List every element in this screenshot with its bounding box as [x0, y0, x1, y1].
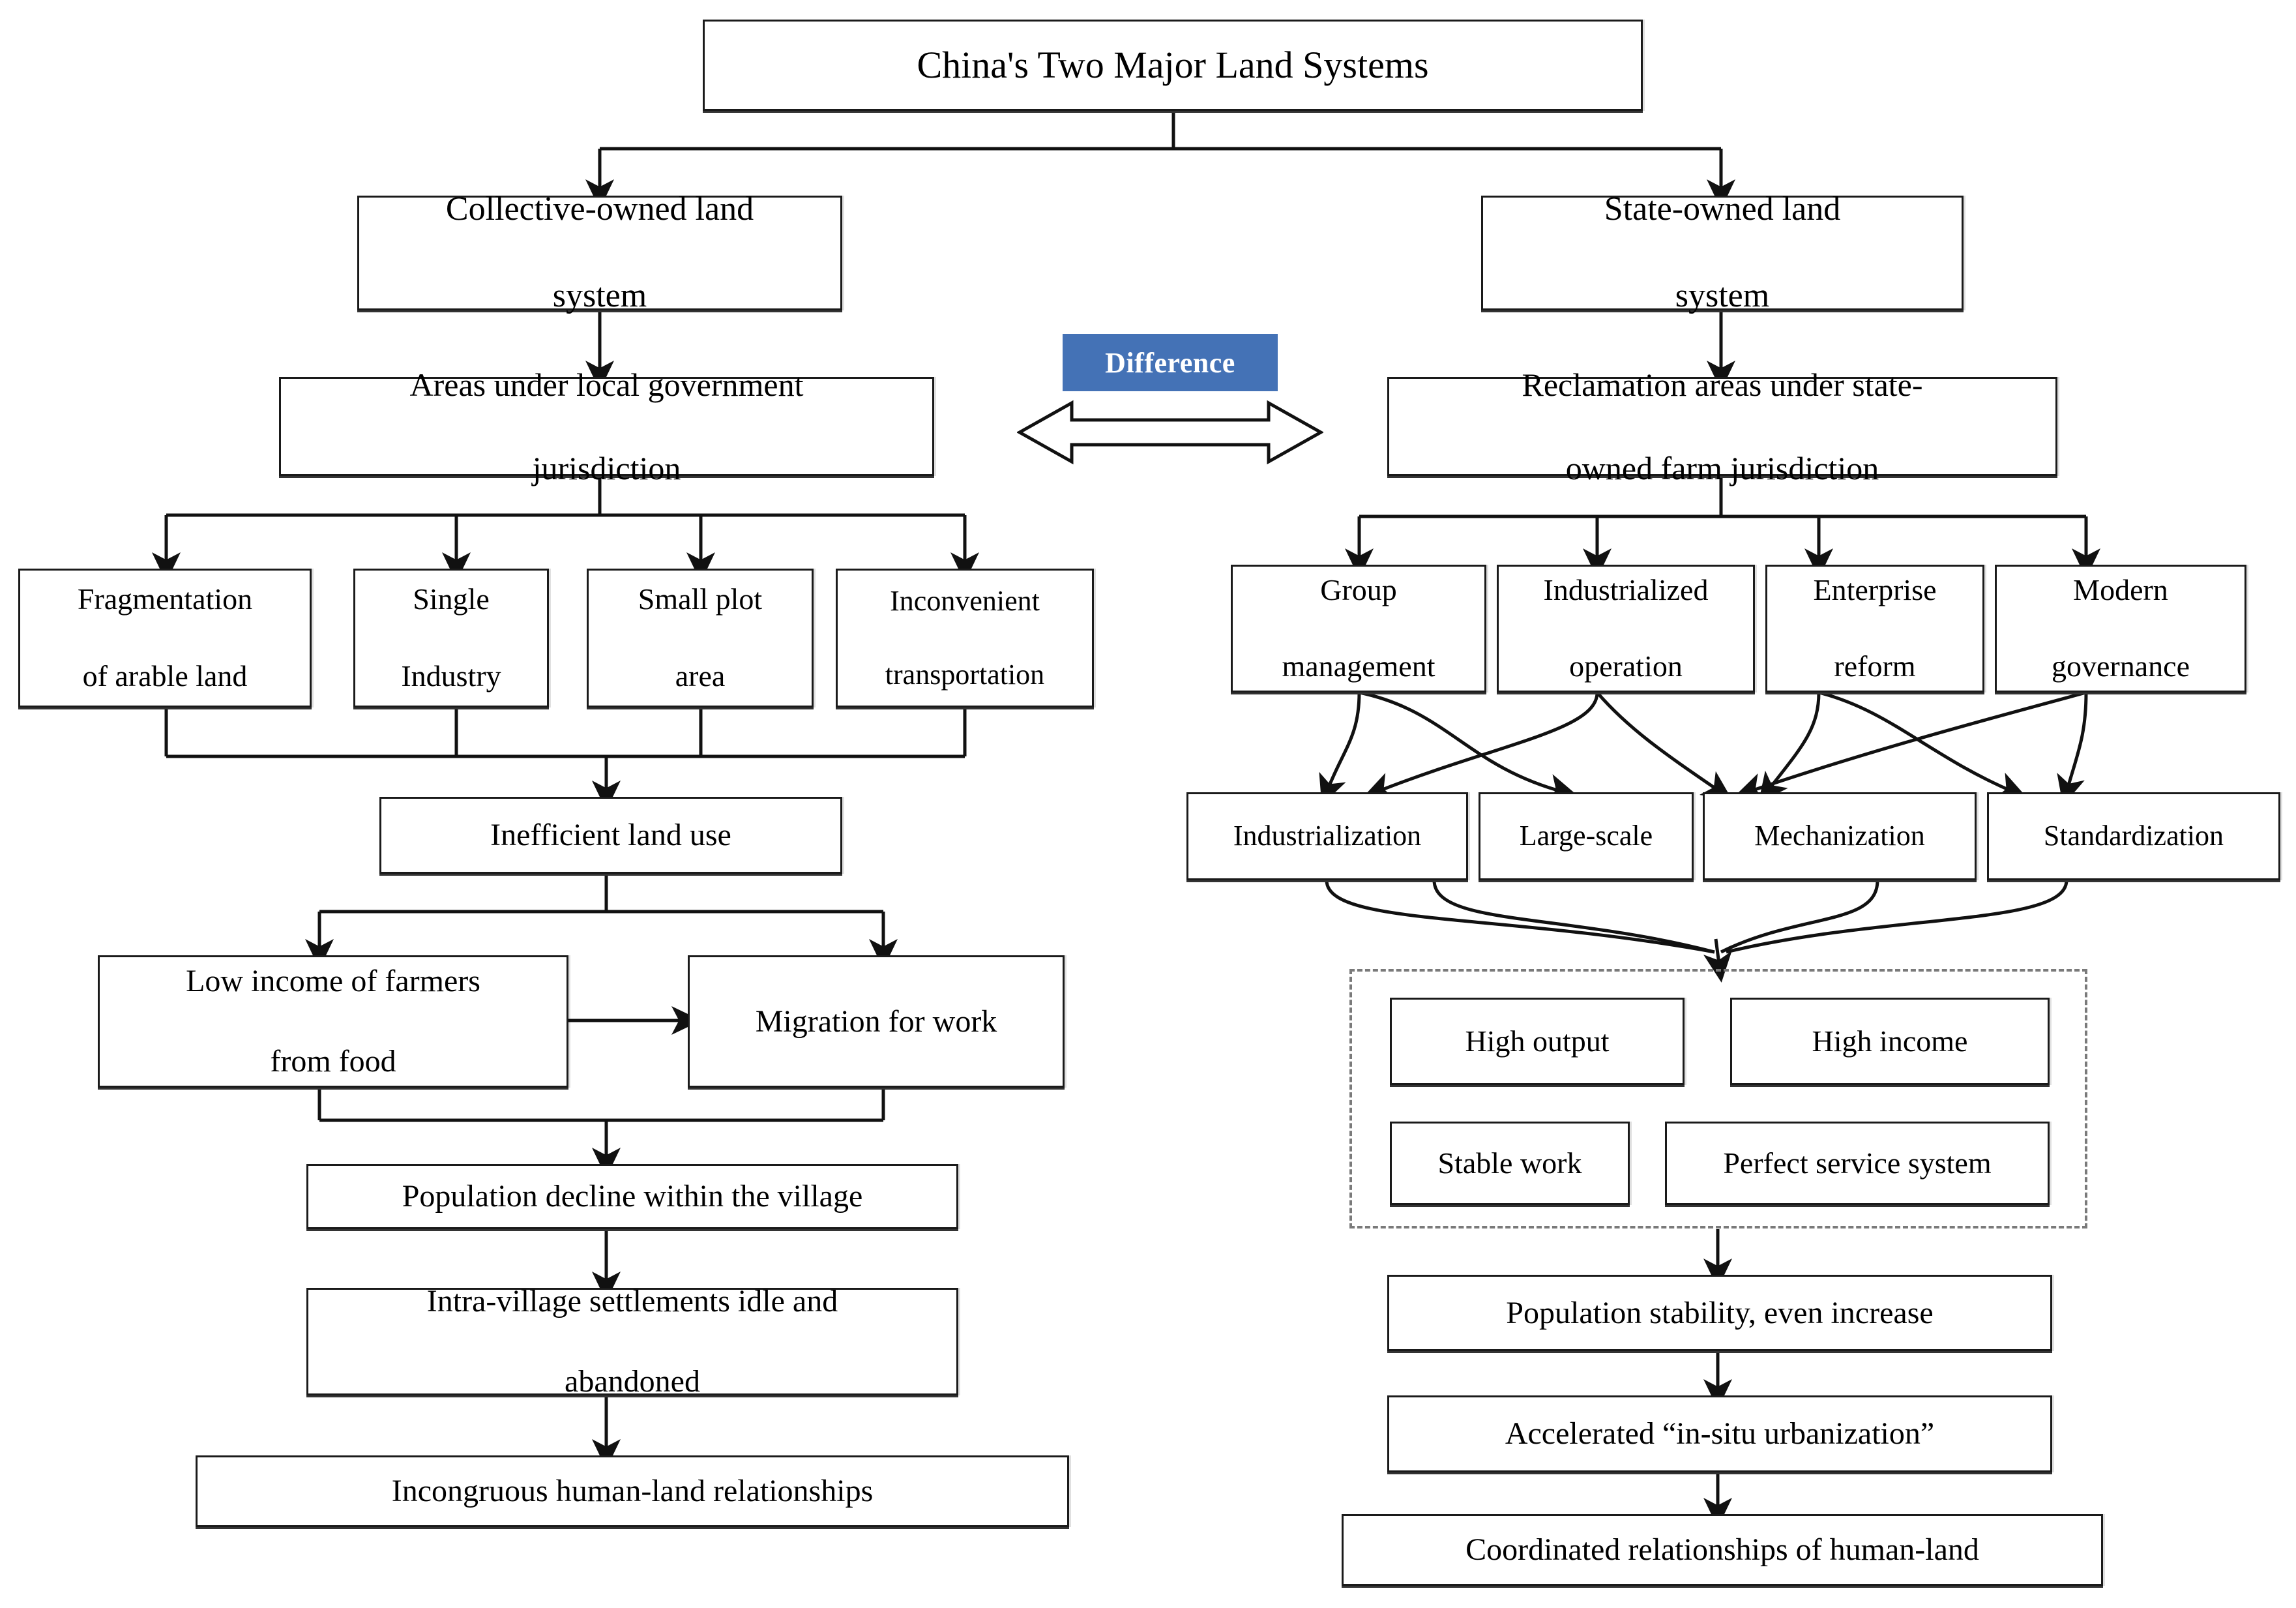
page-title: China's Two Major Land Systems	[917, 43, 1429, 86]
left-factor-box-2: Single Industry	[353, 569, 549, 707]
right-system-label: State-owned land system	[1604, 190, 1841, 315]
right-chain-box-1: Population stability, even increase	[1387, 1275, 2052, 1351]
left-chain-label-2: Intra-village settlements idle and aband…	[426, 1284, 838, 1399]
left-chain-box-3: Incongruous human-land relationships	[196, 1455, 1069, 1527]
left-factor-label-3: Small plot area	[638, 582, 763, 692]
difference-label: Difference	[1105, 346, 1235, 379]
right-chain-label-1: Population stability, even increase	[1506, 1295, 1934, 1330]
right-measure-label-2: Industrialized operation	[1543, 573, 1709, 683]
left-factor-label-2: Single Industry	[401, 582, 501, 692]
right-measure-label-4: Modern governance	[2052, 573, 2190, 683]
right-measure-box-3: Enterprise reform	[1765, 565, 1984, 692]
right-system-box: State-owned land system	[1481, 190, 1964, 314]
right-characteristic-label-4: Standardization	[2043, 820, 2224, 852]
diagram-title-box: China's Two Major Land Systems	[703, 20, 1643, 111]
left-consequence-box: Inefficient land use	[379, 797, 842, 874]
left-jurisdiction-label: Areas under local government jurisdictio…	[409, 366, 804, 486]
difference-double-arrow-icon	[1017, 400, 1323, 465]
left-chain-box-2: Intra-village settlements idle and aband…	[306, 1284, 958, 1399]
right-jurisdiction-box: Reclamation areas under state- owned far…	[1387, 366, 2057, 486]
left-factor-box-1: Fragmentation of arable land	[18, 569, 312, 707]
right-measure-box-4: Modern governance	[1995, 565, 2246, 692]
outcome-box-2: High income	[1730, 998, 2050, 1085]
right-characteristic-box-2: Large-scale	[1479, 792, 1694, 880]
left-factor-box-3: Small plot area	[587, 569, 814, 707]
right-characteristic-label-2: Large-scale	[1519, 820, 1653, 852]
left-system-box: Collective-owned land system	[357, 190, 842, 314]
outcome-box-4: Perfect service system	[1665, 1122, 2050, 1205]
right-chain-box-3: Coordinated relationships of human-land	[1342, 1514, 2103, 1586]
outcome-label-2: High income	[1812, 1024, 1968, 1058]
left-chain-label-3: Incongruous human-land relationships	[391, 1474, 874, 1509]
outcome-label-1: High output	[1465, 1024, 1610, 1058]
outcome-label-3: Stable work	[1437, 1146, 1582, 1180]
left-chain-box-1: Population decline within the village	[306, 1164, 958, 1229]
left-system-label: Collective-owned land system	[445, 190, 754, 315]
left-effect-label-2: Migration for work	[755, 1004, 997, 1039]
right-chain-box-2: Accelerated “in-situ urbanization”	[1387, 1395, 2052, 1472]
right-characteristic-label-1: Industrialization	[1233, 820, 1422, 852]
right-measure-box-1: Group management	[1231, 565, 1486, 692]
outcome-box-3: Stable work	[1390, 1122, 1630, 1205]
left-effect-label-1: Low income of farmers from food	[186, 964, 480, 1079]
outcome-box-1: High output	[1390, 998, 1685, 1085]
right-measure-label-3: Enterprise reform	[1813, 573, 1937, 683]
right-measure-box-2: Industrialized operation	[1497, 565, 1755, 692]
left-effect-box-1: Low income of farmers from food	[98, 955, 568, 1088]
right-chain-label-2: Accelerated “in-situ urbanization”	[1505, 1416, 1935, 1452]
right-characteristic-box-3: Mechanization	[1703, 792, 1977, 880]
left-consequence-label: Inefficient land use	[490, 818, 731, 853]
left-jurisdiction-box: Areas under local government jurisdictio…	[279, 366, 934, 486]
left-factor-label-4: Inconvenient transportation	[885, 585, 1045, 691]
right-measure-label-1: Group management	[1282, 573, 1435, 683]
outcome-label-4: Perfect service system	[1723, 1146, 1992, 1180]
right-chain-label-3: Coordinated relationships of human-land	[1465, 1532, 1979, 1568]
left-factor-box-4: Inconvenient transportation	[836, 569, 1094, 707]
left-chain-label-1: Population decline within the village	[402, 1179, 863, 1214]
left-factor-label-1: Fragmentation of arable land	[77, 582, 253, 692]
right-characteristic-box-4: Standardization	[1987, 792, 2280, 880]
difference-badge: Difference	[1063, 334, 1278, 391]
outcome-group-dashed-container	[1349, 969, 2087, 1228]
right-characteristic-label-3: Mechanization	[1754, 820, 1925, 852]
right-jurisdiction-label: Reclamation areas under state- owned far…	[1522, 366, 1923, 486]
right-characteristic-box-1: Industrialization	[1186, 792, 1468, 880]
left-effect-box-2: Migration for work	[688, 955, 1065, 1088]
